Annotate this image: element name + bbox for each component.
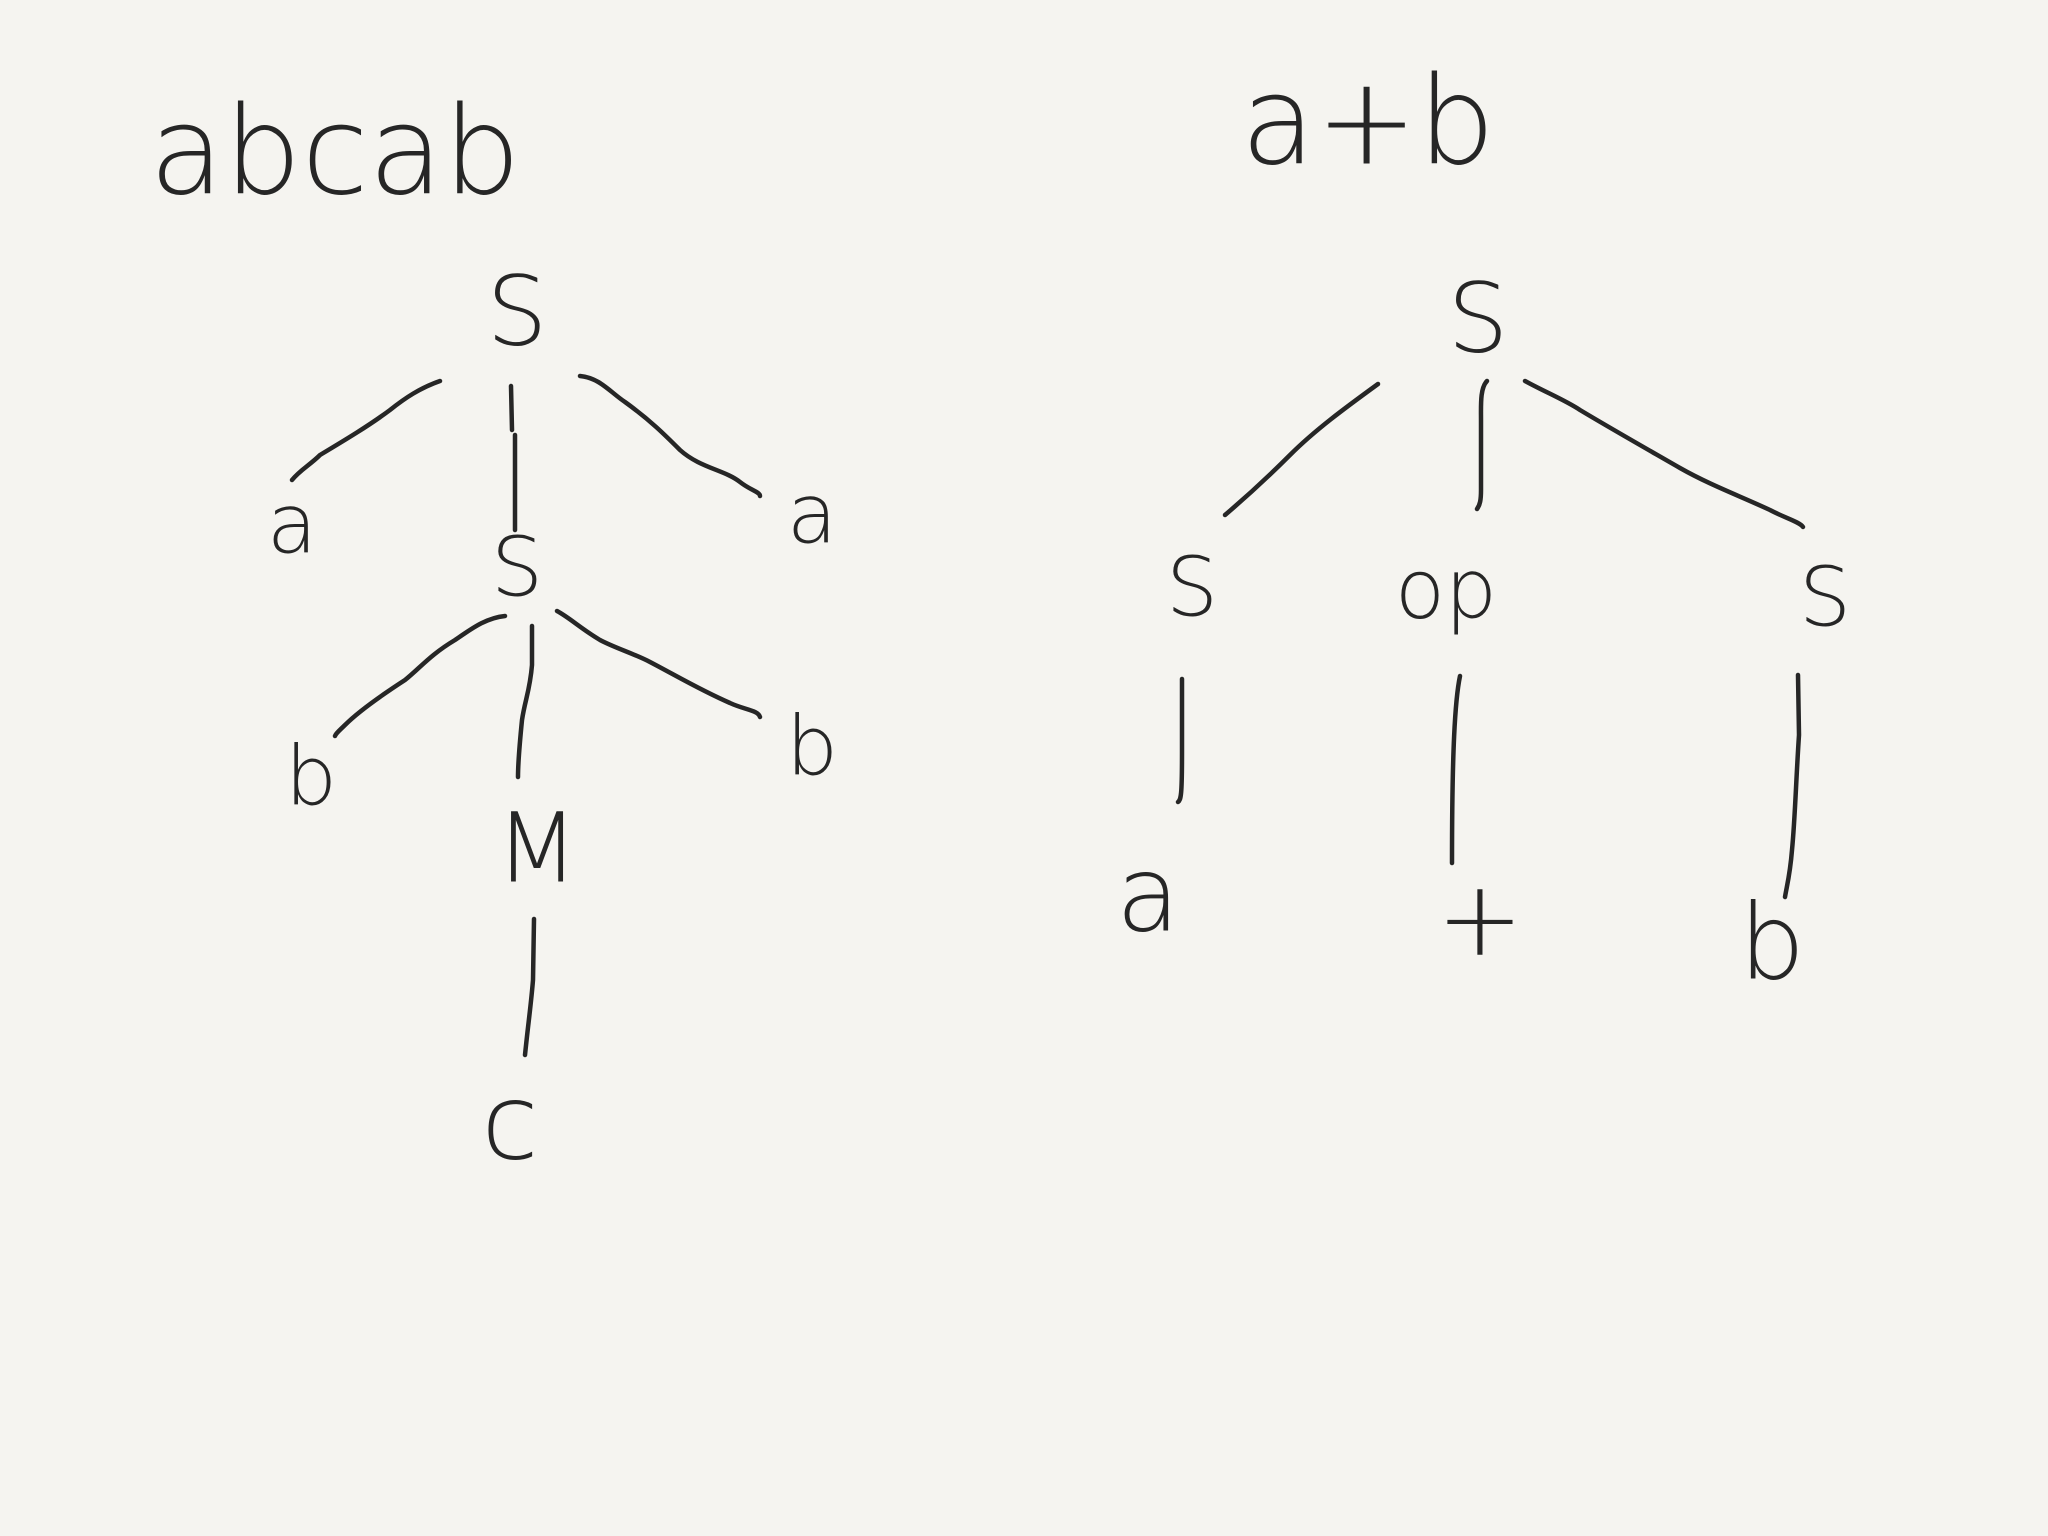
right-edge-root-op xyxy=(1474,378,1490,512)
left-edge-root-a1 xyxy=(289,378,443,483)
left-node-root: S xyxy=(487,255,548,367)
left-node-s2: S xyxy=(491,521,543,616)
right-edge-sR-b xyxy=(1782,672,1802,900)
right-edge-sL-a xyxy=(1175,676,1185,805)
right-node-a: a xyxy=(1116,833,1180,955)
right-node-sL: S xyxy=(1166,541,1218,636)
left-node-m: M xyxy=(496,792,579,904)
left-edge-s2-m xyxy=(515,623,535,780)
left-node-a1: a xyxy=(267,478,317,573)
right-node-sR: S xyxy=(1799,551,1851,646)
left-node-c: c xyxy=(481,1061,538,1183)
left-node-b1: b xyxy=(285,730,337,825)
left-edge-s2-b1 xyxy=(332,613,508,739)
left-node-b2: b xyxy=(786,700,838,795)
right-node-op: op xyxy=(1395,543,1497,638)
left-tree: abcab S a S a b M b c xyxy=(149,80,838,1183)
right-tree: a+b S S op S a + b xyxy=(1116,50,1851,1003)
left-edge-root-s2 xyxy=(508,383,518,533)
right-edge-root-sR xyxy=(1522,378,1806,530)
left-edge-s2-b2 xyxy=(554,608,763,720)
right-edge-root-sL xyxy=(1222,381,1381,518)
right-edge-op-plus xyxy=(1449,673,1463,866)
left-edge-root-a2 xyxy=(577,373,763,499)
left-edge-m-c xyxy=(522,916,537,1058)
left-tree-caption: abcab xyxy=(149,80,520,222)
left-node-a2: a xyxy=(787,468,837,563)
right-node-root: S xyxy=(1448,262,1509,374)
right-tree-caption: a+b xyxy=(1241,50,1495,192)
right-node-b: b xyxy=(1739,881,1805,1003)
right-node-plus: + xyxy=(1436,857,1523,979)
